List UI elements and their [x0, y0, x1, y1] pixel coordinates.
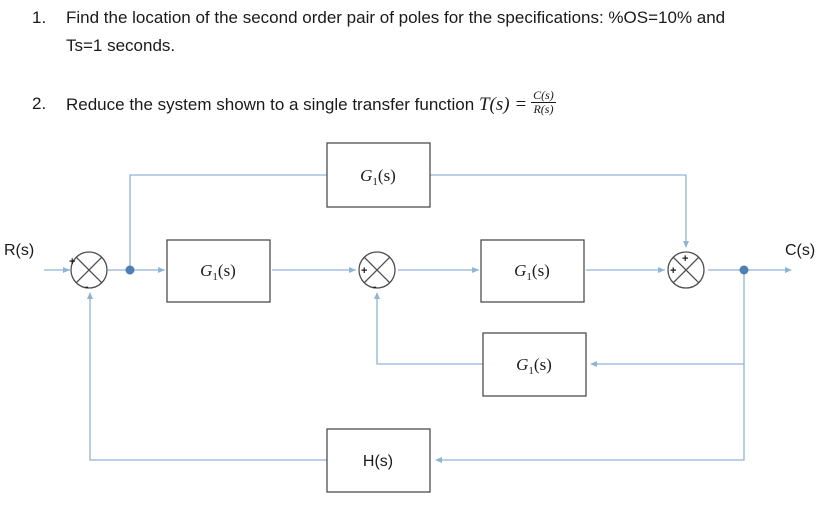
question-number: 2. — [32, 94, 47, 113]
sign-plus: + — [670, 265, 676, 277]
fraction-denominator: R(s) — [533, 102, 554, 116]
input-label: R(s) — [4, 242, 34, 259]
output-label: C(s) — [785, 242, 815, 259]
summing-junction-2: + - — [358, 251, 396, 293]
block-label: G1(s) — [516, 355, 552, 377]
arrow-output — [785, 267, 792, 273]
pickoff-point-input — [125, 265, 135, 275]
block-label: H(s) — [363, 453, 393, 470]
arrow-into-g1 — [158, 267, 165, 273]
sign-plus: + — [361, 265, 367, 277]
arrow-into-g2 — [472, 267, 479, 273]
question-number: 1. — [32, 8, 47, 27]
arrow-into-sum3-left — [658, 267, 665, 273]
arrow-into-sum2-bottom — [374, 292, 380, 299]
arrowheads — [63, 241, 792, 463]
sign-plus: + — [682, 253, 688, 265]
block-forward-1: G1(s) — [166, 239, 271, 303]
transfer-function-fraction: C(s)R(s) — [531, 89, 556, 116]
fraction-numerator: C(s) — [531, 88, 556, 103]
block-outer-feedback: H(s) — [326, 428, 431, 493]
block-label: G1(s) — [200, 261, 236, 283]
arrow-into-sum1-bottom — [87, 292, 93, 299]
outer-feedback-path-out — [89, 295, 327, 461]
arrow-into-sum1 — [63, 267, 70, 273]
arrow-into-h — [435, 457, 442, 463]
signal-lines — [44, 174, 788, 461]
question-text: Reduce the system shown to a single tran… — [66, 89, 556, 119]
block-label: G1(s) — [360, 166, 396, 188]
question-text-body: Reduce the system shown to a single tran… — [66, 94, 475, 114]
sign-plus: + — [69, 256, 75, 268]
inner-feedback-path-in — [592, 270, 745, 365]
transfer-function-lhs: T(s) = — [478, 93, 528, 115]
question-text-continued: Ts=1 seconds. — [66, 36, 176, 55]
question-text: Find the location of the second order pa… — [66, 8, 726, 27]
summing-junction-3: + + — [667, 251, 705, 289]
arrow-into-inner-feedback — [590, 361, 597, 367]
block-forward-2: G1(s) — [480, 239, 585, 303]
pickoff-point-output — [739, 265, 749, 275]
outer-feedback-path-in — [437, 364, 745, 461]
sign-minus: - — [85, 281, 89, 293]
sign-minus: - — [373, 281, 377, 293]
arrow-into-sum2 — [349, 267, 356, 273]
summing-junction-1: + - — [69, 251, 108, 293]
inner-feedback-path-out — [376, 295, 483, 365]
block-top-feedforward: G1(s) — [326, 142, 431, 208]
arrow-into-sum3-top — [683, 241, 689, 248]
block-inner-feedback: G1(s) — [482, 332, 587, 397]
block-label: G1(s) — [514, 261, 550, 283]
